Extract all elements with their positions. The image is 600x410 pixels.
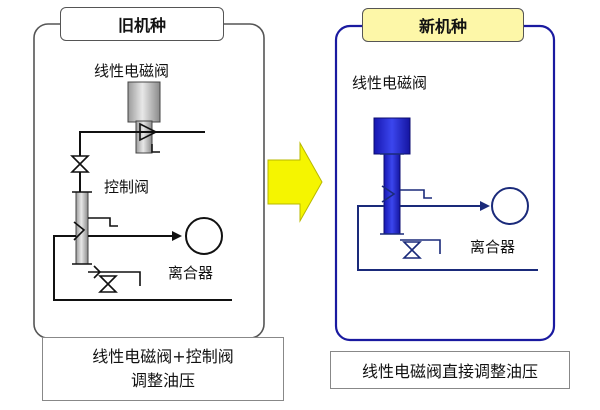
transition-arrow bbox=[267, 141, 323, 223]
new-clutch-label: 离合器 bbox=[470, 238, 516, 256]
old-check-valve-icon bbox=[70, 155, 90, 173]
old-bottom-valve-icon bbox=[98, 275, 118, 293]
new-solenoid-label: 线性电磁阀 bbox=[352, 74, 428, 92]
new-arrowhead bbox=[480, 201, 490, 211]
new-bottom-loop bbox=[400, 239, 441, 254]
new-valve-stem bbox=[383, 153, 401, 235]
old-solenoid-label: 线性电磁阀 bbox=[94, 62, 170, 80]
old-panel-title: 旧机种 bbox=[60, 7, 224, 41]
old-solenoid-return bbox=[151, 144, 160, 153]
old-cv-arrowhead bbox=[172, 231, 182, 241]
old-cv-inner-arrow bbox=[73, 221, 86, 241]
old-bottom-arrow bbox=[93, 265, 102, 279]
old-control-valve-label: 控制阀 bbox=[104, 178, 150, 196]
old-clutch-icon bbox=[185, 217, 223, 255]
old-solenoid-body bbox=[127, 81, 161, 123]
new-solenoid-body bbox=[373, 117, 411, 155]
old-caption-line1: 线性电磁阀+控制阀 bbox=[92, 347, 234, 366]
new-panel-title: 新机种 bbox=[362, 8, 524, 42]
old-feedback-line bbox=[53, 235, 232, 301]
new-bottom-valve-icon bbox=[402, 241, 422, 259]
old-cv-upper-tap bbox=[88, 217, 118, 227]
old-caption-line2: 调整油压 bbox=[130, 371, 195, 390]
old-solenoid-line bbox=[79, 131, 205, 166]
old-clutch-label: 离合器 bbox=[168, 264, 214, 282]
new-inner-arrow bbox=[381, 185, 396, 203]
old-solenoid-arrow bbox=[139, 122, 158, 142]
new-upper-tap bbox=[400, 189, 432, 199]
old-bottom-loop bbox=[88, 271, 141, 286]
new-feedback-line bbox=[357, 205, 538, 271]
old-caption: 线性电磁阀+控制阀 调整油压 bbox=[42, 337, 284, 401]
new-clutch-icon bbox=[491, 187, 529, 225]
new-caption: 线性电磁阀直接调整油压 bbox=[330, 351, 570, 389]
